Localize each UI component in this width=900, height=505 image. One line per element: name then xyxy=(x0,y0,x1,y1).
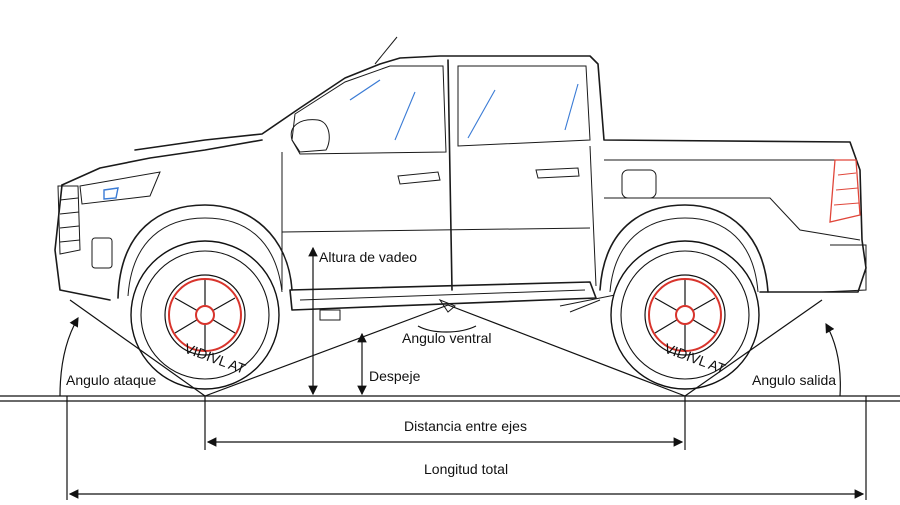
overall-length-label: Longitud total xyxy=(424,461,508,477)
ramp-angle-lines xyxy=(204,304,686,397)
departure-angle-lines xyxy=(684,299,841,397)
departure-angle-label: Angulo salida xyxy=(752,372,836,388)
overall-length-dimension xyxy=(66,396,867,500)
rear-wheel xyxy=(610,240,760,390)
ground-clearance-label: Despeje xyxy=(369,368,421,384)
ground-line xyxy=(0,395,900,402)
wading-height-label: Altura de vadeo xyxy=(319,249,417,265)
wheelbase-dimension xyxy=(204,396,686,450)
wheelbase-label: Distancia entre ejes xyxy=(404,418,527,434)
front-wheel xyxy=(130,240,280,390)
ramp-angle-label: Angulo ventral xyxy=(402,330,492,346)
pickup-truck-drawing xyxy=(54,36,867,321)
approach-angle-label: Angulo ataque xyxy=(66,372,157,388)
approach-angle-lines xyxy=(59,299,206,397)
